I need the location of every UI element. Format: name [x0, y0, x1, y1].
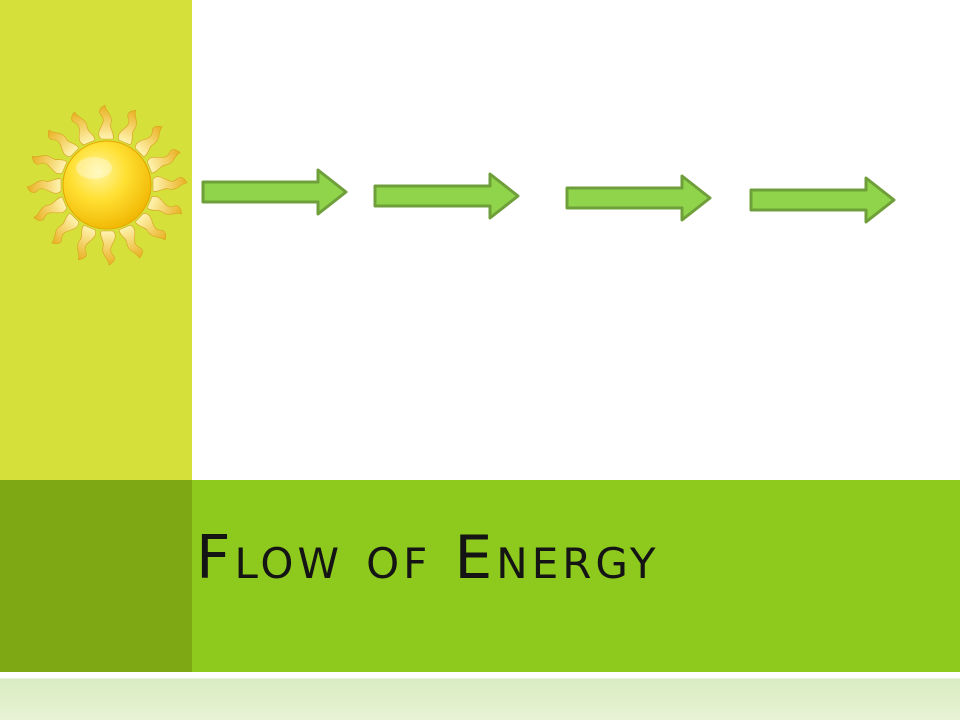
sun-ray [146, 196, 183, 215]
sun-ray [71, 111, 96, 146]
sun-ray [77, 224, 96, 261]
sun-ray [118, 109, 137, 146]
sun-ray [134, 212, 167, 241]
flow-arrow-3 [565, 174, 712, 222]
footer-strip [0, 672, 960, 720]
sun-rays [26, 104, 188, 266]
sun-ray [31, 155, 68, 174]
left-accent-panel-bottom [0, 480, 192, 672]
sun-ray [33, 196, 68, 221]
sun-ray [47, 129, 80, 158]
sun-ray [51, 212, 80, 245]
flow-arrow-4 [749, 176, 896, 224]
flow-arrow-1 [201, 168, 348, 216]
flow-arrow-2 [373, 172, 520, 220]
title-band [192, 480, 960, 672]
sun-ray [118, 224, 143, 259]
sun-ray [152, 176, 188, 192]
sun-ray [98, 104, 114, 140]
sun-ray [146, 149, 181, 174]
sun-ray [26, 178, 62, 194]
sun-ray [134, 125, 163, 158]
left-accent-panel [0, 0, 192, 480]
sun-icon [26, 104, 188, 266]
sun-ray [100, 230, 116, 266]
slide-title: Flow of Energy [196, 523, 660, 593]
